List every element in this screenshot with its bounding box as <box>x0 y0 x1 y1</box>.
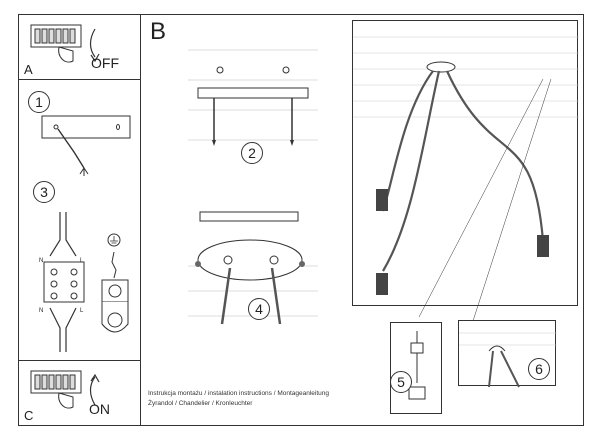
step-6-badge: 6 <box>528 358 550 380</box>
step-3-badge: 3 <box>33 181 55 203</box>
manual-frame <box>18 14 584 426</box>
terminal-mark-l-bottom: L <box>80 308 84 314</box>
panel-c-label: C <box>24 408 34 423</box>
caption-line-1: Instrukcja montażu / instalation instruc… <box>148 390 330 397</box>
step-2-badge: 2 <box>241 142 263 164</box>
caption-line-2: Żyrandol / Chandelier / Kronleuchter <box>148 400 253 407</box>
manual-caption: Instrukcja montażu / instalation instruc… <box>148 389 329 409</box>
socket-detail-drawing <box>408 331 426 400</box>
mounting-bracket-drawing <box>188 49 318 146</box>
ground-terminal-drawing <box>101 233 129 333</box>
panel-a-label: A <box>24 62 33 77</box>
panel-c-power-on: C ON <box>18 360 141 426</box>
off-label: OFF <box>91 55 119 71</box>
circuit-breaker-on-icon <box>30 370 100 409</box>
step-4-badge: 4 <box>248 298 270 320</box>
circuit-breaker-off-icon <box>30 24 100 63</box>
ceiling-plate-wire-drawing <box>41 115 131 176</box>
step-5-detail-panel <box>390 322 442 414</box>
panel-a-power-off: A OFF <box>18 14 141 80</box>
terminal-mark-n-bottom: N <box>39 308 44 314</box>
terminal-block-drawing <box>43 212 85 352</box>
step-1-badge: 1 <box>28 91 50 113</box>
terminal-mark-n-top: N <box>39 258 44 264</box>
step-5-badge: 5 <box>390 371 412 393</box>
section-b-label: B <box>150 18 167 45</box>
cable-clamp-detail-drawing <box>459 332 557 388</box>
chandelier-overview-panel <box>352 20 579 322</box>
left-column-divider <box>140 14 141 426</box>
terminal-mark-l-top: L <box>80 258 84 264</box>
chandelier-illustration <box>353 36 579 322</box>
on-label: ON <box>89 401 110 417</box>
